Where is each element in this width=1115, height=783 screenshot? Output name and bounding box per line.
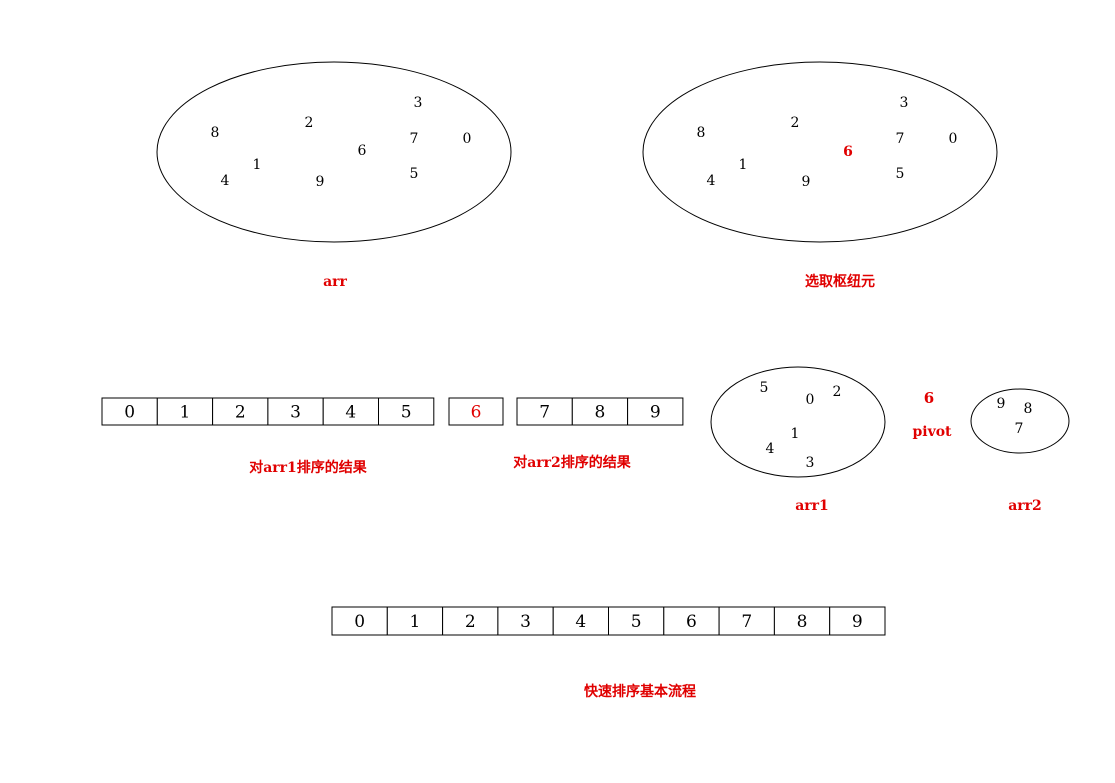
array-cell-value: 9 — [650, 403, 661, 423]
set-select-number: 7 — [896, 131, 905, 147]
row-pivot-cell: 6 — [448, 397, 504, 426]
array-cell-box — [571, 397, 629, 426]
array-cell-value: 7 — [741, 612, 752, 632]
set-arr-number: 4 — [221, 173, 230, 189]
array-cell-box — [718, 606, 775, 636]
row-final-label: 快速排序基本流程 — [584, 683, 696, 700]
set-arr1-number: 4 — [766, 441, 775, 457]
set-select-ellipse — [642, 61, 998, 243]
set-arr1-ellipse — [710, 366, 886, 478]
pivot-annotation: 6 pivot — [912, 389, 952, 440]
array-cell-box — [212, 397, 269, 426]
row-arr2-sorted: 7 8 9 — [516, 397, 684, 426]
array-cell-value: 2 — [235, 403, 246, 423]
set-arr2-label: arr2 — [1008, 498, 1042, 514]
array-cell-box — [773, 606, 831, 636]
set-select-number: 2 — [791, 115, 800, 131]
set-arr2-number: 9 — [997, 396, 1006, 412]
array-cell-value: 4 — [345, 403, 356, 423]
pivot-label: pivot — [912, 424, 952, 440]
array-cell-box — [552, 606, 610, 636]
row-final-sorted: 0 1 2 3 4 5 6 7 8 9 — [331, 606, 886, 636]
set-select-number: 1 — [739, 157, 748, 173]
set-arr2: 9 8 7 arr2 — [970, 388, 1070, 514]
set-arr-number: 0 — [463, 131, 472, 147]
set-arr1: 5 0 2 1 4 3 arr1 — [710, 366, 886, 514]
array-cell-value: 9 — [852, 612, 863, 632]
set-arr: 8 2 3 7 0 6 1 4 9 5 arr — [156, 61, 512, 290]
array-cell-value: 1 — [180, 403, 191, 423]
set-arr-label: arr — [323, 274, 347, 290]
array-cell-value: 8 — [595, 403, 606, 423]
set-select-number: 4 — [707, 173, 716, 189]
set-arr-number: 7 — [410, 131, 419, 147]
set-select-label: 选取枢纽元 — [805, 273, 875, 290]
set-select-pivot: 8 2 3 7 0 6 1 4 9 5 选取枢纽元 — [642, 61, 998, 290]
set-select-pivot-number: 6 — [843, 144, 853, 160]
array-cell-value: 0 — [124, 403, 135, 423]
set-arr1-label: arr1 — [795, 498, 829, 514]
set-select-number: 3 — [900, 95, 909, 111]
array-cell-box — [386, 606, 444, 636]
row-arr1-sorted-label: 对arr1排序的结果 — [249, 459, 368, 476]
set-arr2-number: 8 — [1024, 401, 1033, 417]
row-arr2-sorted-label: 对arr2排序的结果 — [513, 454, 632, 471]
set-select-number: 8 — [697, 125, 706, 141]
set-arr-number: 5 — [410, 166, 419, 182]
array-cell-value: 6 — [471, 403, 482, 423]
set-select-number: 0 — [949, 131, 958, 147]
array-cell-box — [516, 397, 573, 426]
array-cell-box — [442, 606, 499, 636]
set-arr1-number: 0 — [806, 392, 815, 408]
set-select-number: 9 — [802, 174, 811, 190]
set-arr1-number: 5 — [760, 380, 769, 396]
array-cell-value: 5 — [401, 403, 412, 423]
set-arr-number: 2 — [305, 115, 314, 131]
set-arr1-number: 3 — [806, 455, 815, 471]
array-cell-box — [378, 397, 435, 426]
set-arr-number: 9 — [316, 174, 325, 190]
array-cell-value: 4 — [575, 612, 586, 632]
array-cell-box — [448, 397, 504, 426]
array-cell-value: 7 — [539, 403, 550, 423]
set-arr-number: 8 — [211, 125, 220, 141]
array-cell-value: 6 — [686, 612, 697, 632]
array-cell-box — [627, 397, 684, 426]
array-cell-box — [101, 397, 158, 426]
set-arr1-number: 2 — [833, 384, 842, 400]
array-cell-value: 3 — [520, 612, 531, 632]
array-cell-value: 5 — [631, 612, 642, 632]
array-cell-value: 3 — [290, 403, 301, 423]
array-cell-box — [829, 606, 886, 636]
array-cell-value: 1 — [410, 612, 421, 632]
row-arr1-sorted: 0 1 2 3 4 5 — [101, 397, 435, 426]
array-cell-value: 0 — [354, 612, 365, 632]
set-arr-ellipse — [156, 61, 512, 243]
array-cell-box — [331, 606, 388, 636]
array-cell-box — [322, 397, 380, 426]
set-arr2-ellipse — [970, 388, 1070, 454]
set-arr1-number: 1 — [791, 426, 800, 442]
array-cell-box — [663, 606, 720, 636]
set-arr-number: 3 — [414, 95, 423, 111]
array-cell-box — [608, 606, 665, 636]
array-cell-value: 2 — [465, 612, 476, 632]
set-select-number: 5 — [896, 166, 905, 182]
array-cell-box — [156, 397, 214, 426]
set-arr-number: 1 — [253, 157, 262, 173]
pivot-value: 6 — [924, 389, 934, 407]
set-arr2-number: 7 — [1015, 421, 1024, 437]
array-cell-value: 8 — [797, 612, 808, 632]
set-arr-number: 6 — [358, 143, 367, 159]
